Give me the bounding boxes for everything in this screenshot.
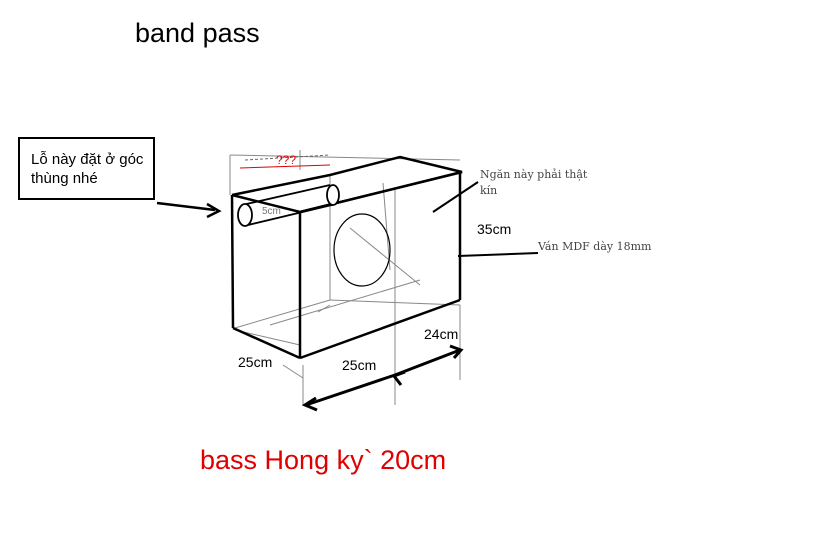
chamber-note-line-1: Ngăn này phải thật [480, 168, 588, 181]
diagram-title: band pass [135, 18, 260, 48]
callout-line-2: thùng nhé [31, 170, 98, 187]
depth-label: 24cm [424, 326, 459, 342]
width-left-label: 25cm [238, 354, 273, 370]
chamber-note-line-2: kín [480, 184, 498, 197]
width-right-label: 25cm [342, 357, 377, 373]
port-length-label: ??? [276, 153, 297, 167]
material-label: Ván MDF dày 18mm [538, 240, 652, 253]
driver-caption: bass Hong ky` 20cm [200, 445, 447, 475]
height-label: 35cm [477, 221, 512, 237]
callout-line-1: Lỗ này đặt ở góc [31, 151, 144, 168]
port-callout-box: Lỗ này đặt ở góc thùng nhé [18, 137, 155, 200]
port-diameter-label: 5cm [262, 206, 281, 217]
speaker-cutout [333, 213, 391, 287]
